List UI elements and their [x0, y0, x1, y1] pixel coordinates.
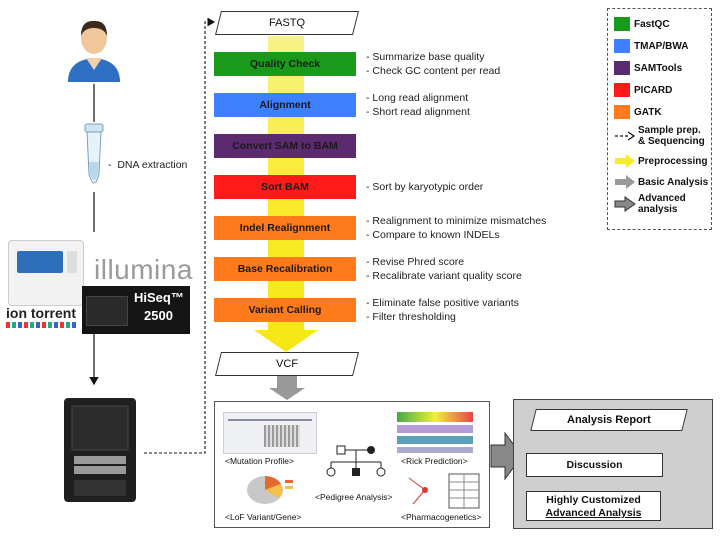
fastq-box: FASTQ [215, 11, 359, 35]
legend-sample-prep: Sample prep. & Sequencing [614, 125, 706, 147]
lof-variant-gene-label: <LoF Variant/Gene> [225, 512, 302, 522]
lof-pie-thumb [247, 476, 293, 504]
mutation-profile-label: <Mutation Profile> [225, 456, 294, 466]
step-quality-check: Quality Check [214, 52, 356, 76]
red-square-icon [614, 83, 630, 97]
step-base-recalibration: Base Recalibration [214, 257, 356, 281]
step-note-line: Summarize base quality [366, 50, 500, 64]
step-sort-bam: Sort BAM [214, 175, 356, 199]
pedigree-analysis-label: <Pedigree Analysis> [315, 492, 393, 502]
legend-fastqc: FastQC [614, 17, 670, 31]
person-icon [68, 20, 120, 82]
step-notes: Summarize base qualityCheck GC content p… [366, 50, 500, 78]
step-note-line: Long read alignment [366, 91, 470, 105]
step-note-line: Revise Phred score [366, 255, 522, 269]
mutation-profile-thumb [223, 412, 317, 454]
pharmacogenetics-label: <Pharmacogenetics> [401, 512, 482, 522]
legend-picard: PICARD [614, 83, 672, 97]
step-note-line: Eliminate false positive variants [366, 296, 518, 310]
illumina-logo: illumina [94, 254, 193, 285]
legend-basic-analysis: Basic Analysis [614, 175, 708, 189]
legend-advanced-analysis: Advanced analysis [614, 193, 700, 215]
gray-arrow-icon [615, 175, 635, 189]
step-variant-calling: Variant Calling [214, 298, 356, 322]
basic-analysis-arrow [269, 375, 305, 400]
dark-outline-arrow-icon [614, 196, 636, 212]
step-note-line: Realignment to minimize mismatches [366, 214, 546, 228]
risk-prediction-label: <Rick Prediction> [401, 456, 468, 466]
legend-preprocessing: Preprocessing [614, 154, 707, 168]
step-note-line: Check GC content per read [366, 64, 500, 78]
step-notes: Long read alignmentShort read alignment [366, 91, 470, 119]
discussion-box: Discussion [526, 453, 663, 477]
dna-extraction-label: - DNA extraction [108, 159, 188, 171]
orange-square-icon [614, 105, 630, 119]
step-convert-sam-to-bam: Convert SAM to BAM [214, 134, 356, 158]
dna-tube-icon [84, 123, 104, 184]
step-note-line: Compare to known INDELs [366, 228, 546, 242]
step-note-line: Recalibrate variant quality score [366, 269, 521, 283]
vcf-box: VCF [215, 352, 359, 376]
pharmacogenetics-thumb [408, 473, 480, 509]
step-indel-realignment: Indel Realignment [214, 216, 356, 240]
hiseq-machine: HiSeq™ 2500 [82, 286, 190, 334]
green-square-icon [614, 17, 630, 31]
step-note-line: Short read alignment [366, 105, 469, 119]
step-notes: Realignment to minimize mismatchesCompar… [366, 214, 546, 242]
blue-square-icon [614, 39, 630, 53]
ion-torrent-dots [6, 322, 76, 328]
ion-torrent-machine [8, 240, 84, 306]
step-notes: Sort by karyotypic order [366, 180, 483, 194]
ion-torrent-logo: ion torrent [6, 305, 76, 321]
legend-gatk: GATK [614, 105, 662, 119]
legend-tmap-bwa: TMAP/BWA [614, 39, 688, 53]
step-note-line: Sort by karyotypic order [366, 180, 483, 194]
step-notes: Revise Phred scoreRecalibrate variant qu… [366, 255, 522, 283]
computer-tower-icon [64, 398, 136, 502]
pedigree-thumb [326, 445, 386, 477]
risk-prediction-thumb [397, 412, 473, 453]
yellow-arrow-icon [615, 154, 635, 168]
dashed-arrow-icon [615, 131, 636, 141]
results-panel: <Mutation Profile> <Pedigree Analysis> <… [214, 401, 490, 528]
highly-customized-box: Highly Customized Advanced Analysis [526, 491, 661, 521]
legend: FastQC TMAP/BWA SAMTools PICARD GATK Sam… [607, 8, 712, 230]
step-note-line: Filter thresholding [366, 310, 519, 324]
step-notes: Eliminate false positive variantsFilter … [366, 296, 519, 324]
analysis-report-box: Analysis Report [530, 409, 688, 431]
legend-samtools: SAMTools [614, 61, 682, 75]
purple-square-icon [614, 61, 630, 75]
step-alignment: Alignment [214, 93, 356, 117]
